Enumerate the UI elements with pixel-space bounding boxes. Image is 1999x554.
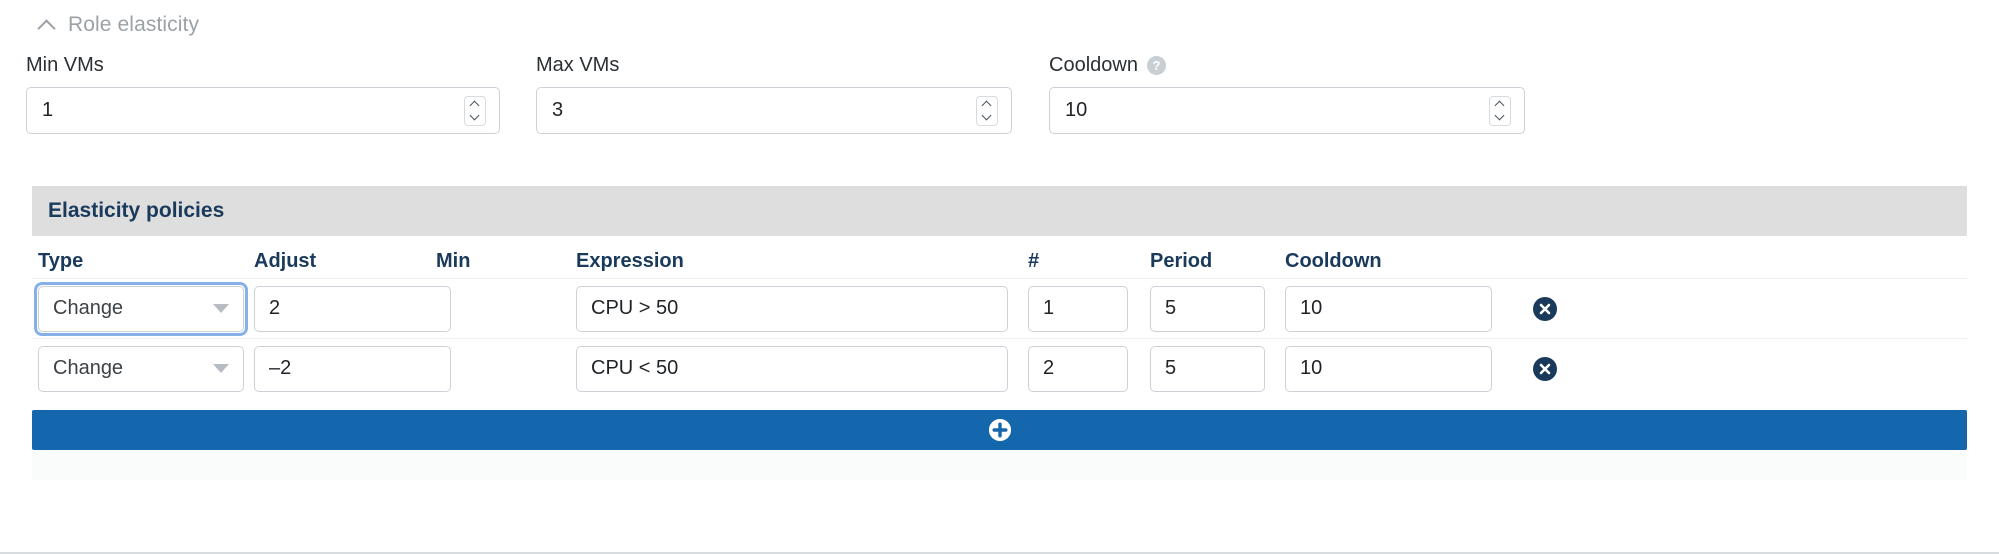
table-row: Change –2 CPU < 50 2 5	[32, 338, 1967, 398]
bottom-divider	[0, 552, 1999, 554]
chevron-down-icon[interactable]	[213, 364, 229, 373]
label-cooldown-text: Cooldown	[1049, 53, 1138, 76]
cell-expression: CPU < 50	[576, 345, 1028, 392]
cell-period: 5	[1150, 345, 1285, 392]
cell-cooldown: 10	[1285, 345, 1500, 392]
panel-header: Elasticity policies	[32, 186, 1967, 236]
section-header-role-elasticity[interactable]: Role elasticity	[38, 12, 199, 38]
cell-type: Change	[32, 345, 254, 392]
spinner-down-icon[interactable]	[1496, 112, 1505, 121]
panel-footer	[32, 450, 1967, 480]
chevron-up-icon[interactable]	[38, 16, 56, 34]
column-header-type: Type	[38, 249, 84, 272]
policies-table: Type Adjust Min Expression # Period Cool…	[32, 236, 1967, 398]
column-header-expression: Expression	[576, 249, 684, 272]
label-max-vms-text: Max VMs	[536, 53, 620, 76]
row-cooldown-input[interactable]: 10	[1285, 285, 1492, 332]
page-title: Role elasticity	[68, 13, 200, 36]
spinner-updown-icon[interactable]	[464, 95, 486, 126]
label-cooldown: Cooldown ?	[1049, 52, 1525, 78]
column-header-cooldown: Cooldown	[1285, 249, 1382, 272]
max-vms-input[interactable]: 3	[536, 87, 1012, 134]
cell-adjust: –2	[254, 345, 451, 392]
label-min-vms: Min VMs	[26, 52, 500, 78]
cell-actions	[1500, 356, 1590, 381]
cell-expression: CPU > 50	[576, 285, 1028, 332]
close-circle-icon[interactable]	[1533, 296, 1557, 321]
column-header-adjust: Adjust	[254, 249, 317, 272]
period-input[interactable]: 5	[1150, 285, 1265, 332]
column-header-period: Period	[1150, 249, 1213, 272]
spinner-updown-icon[interactable]	[976, 95, 998, 126]
spinner-down-icon[interactable]	[471, 112, 480, 121]
policy-type-value: Change	[53, 297, 124, 319]
cell-actions	[1500, 296, 1590, 321]
spinner-up-icon[interactable]	[1496, 100, 1505, 109]
min-vms-input[interactable]: 1	[26, 87, 500, 134]
plus-circle-icon	[988, 419, 1011, 441]
policy-type-value: Change	[53, 357, 124, 379]
table-row: Change 2 CPU > 50 1 5	[32, 278, 1967, 338]
cell-number: 2	[1028, 345, 1150, 392]
vm-limits-fields: Min VMs 1 Max VMs 3	[0, 52, 1999, 138]
spinner-up-icon[interactable]	[983, 100, 992, 109]
panel-title: Elasticity policies	[48, 199, 225, 222]
column-header-min: Min	[436, 249, 471, 272]
adjust-input[interactable]: 2	[254, 285, 451, 332]
cooldown-input[interactable]: 10	[1049, 87, 1525, 134]
table-header-row: Type Adjust Min Expression # Period Cool…	[32, 236, 1967, 278]
chevron-down-icon[interactable]	[213, 304, 229, 313]
period-input[interactable]: 5	[1150, 345, 1265, 392]
question-mark-icon[interactable]: ?	[1146, 55, 1166, 75]
expression-input[interactable]: CPU > 50	[576, 285, 1008, 332]
policy-type-select[interactable]: Change	[38, 345, 244, 392]
label-min-vms-text: Min VMs	[26, 53, 104, 76]
column-header-number: #	[1028, 249, 1040, 272]
elasticity-policies-panel: Elasticity policies Type Adjust Min Expr…	[32, 186, 1967, 480]
cell-number: 1	[1028, 285, 1150, 332]
expression-input[interactable]: CPU < 50	[576, 345, 1008, 392]
min-vms-value: 1	[42, 99, 54, 121]
max-vms-value: 3	[552, 99, 564, 121]
field-max-vms: Max VMs 3	[536, 52, 1012, 134]
adjust-input[interactable]: –2	[254, 345, 451, 392]
close-circle-icon[interactable]	[1533, 356, 1557, 381]
row-cooldown-input[interactable]: 10	[1285, 345, 1492, 392]
label-max-vms: Max VMs	[536, 52, 1012, 78]
cell-adjust: 2	[254, 285, 451, 332]
policy-type-select[interactable]: Change	[34, 281, 248, 336]
spinner-updown-icon[interactable]	[1489, 95, 1511, 126]
number-input[interactable]: 2	[1028, 345, 1128, 392]
field-min-vms: Min VMs 1	[26, 52, 500, 134]
cell-cooldown: 10	[1285, 285, 1500, 332]
number-input[interactable]: 1	[1028, 285, 1128, 332]
spinner-down-icon[interactable]	[983, 112, 992, 121]
field-cooldown: Cooldown ? 10	[1049, 52, 1525, 134]
cell-type: Change	[32, 281, 254, 336]
add-policy-button[interactable]	[32, 410, 1967, 450]
cell-period: 5	[1150, 285, 1285, 332]
cooldown-value: 10	[1065, 99, 1088, 121]
spinner-up-icon[interactable]	[471, 100, 480, 109]
